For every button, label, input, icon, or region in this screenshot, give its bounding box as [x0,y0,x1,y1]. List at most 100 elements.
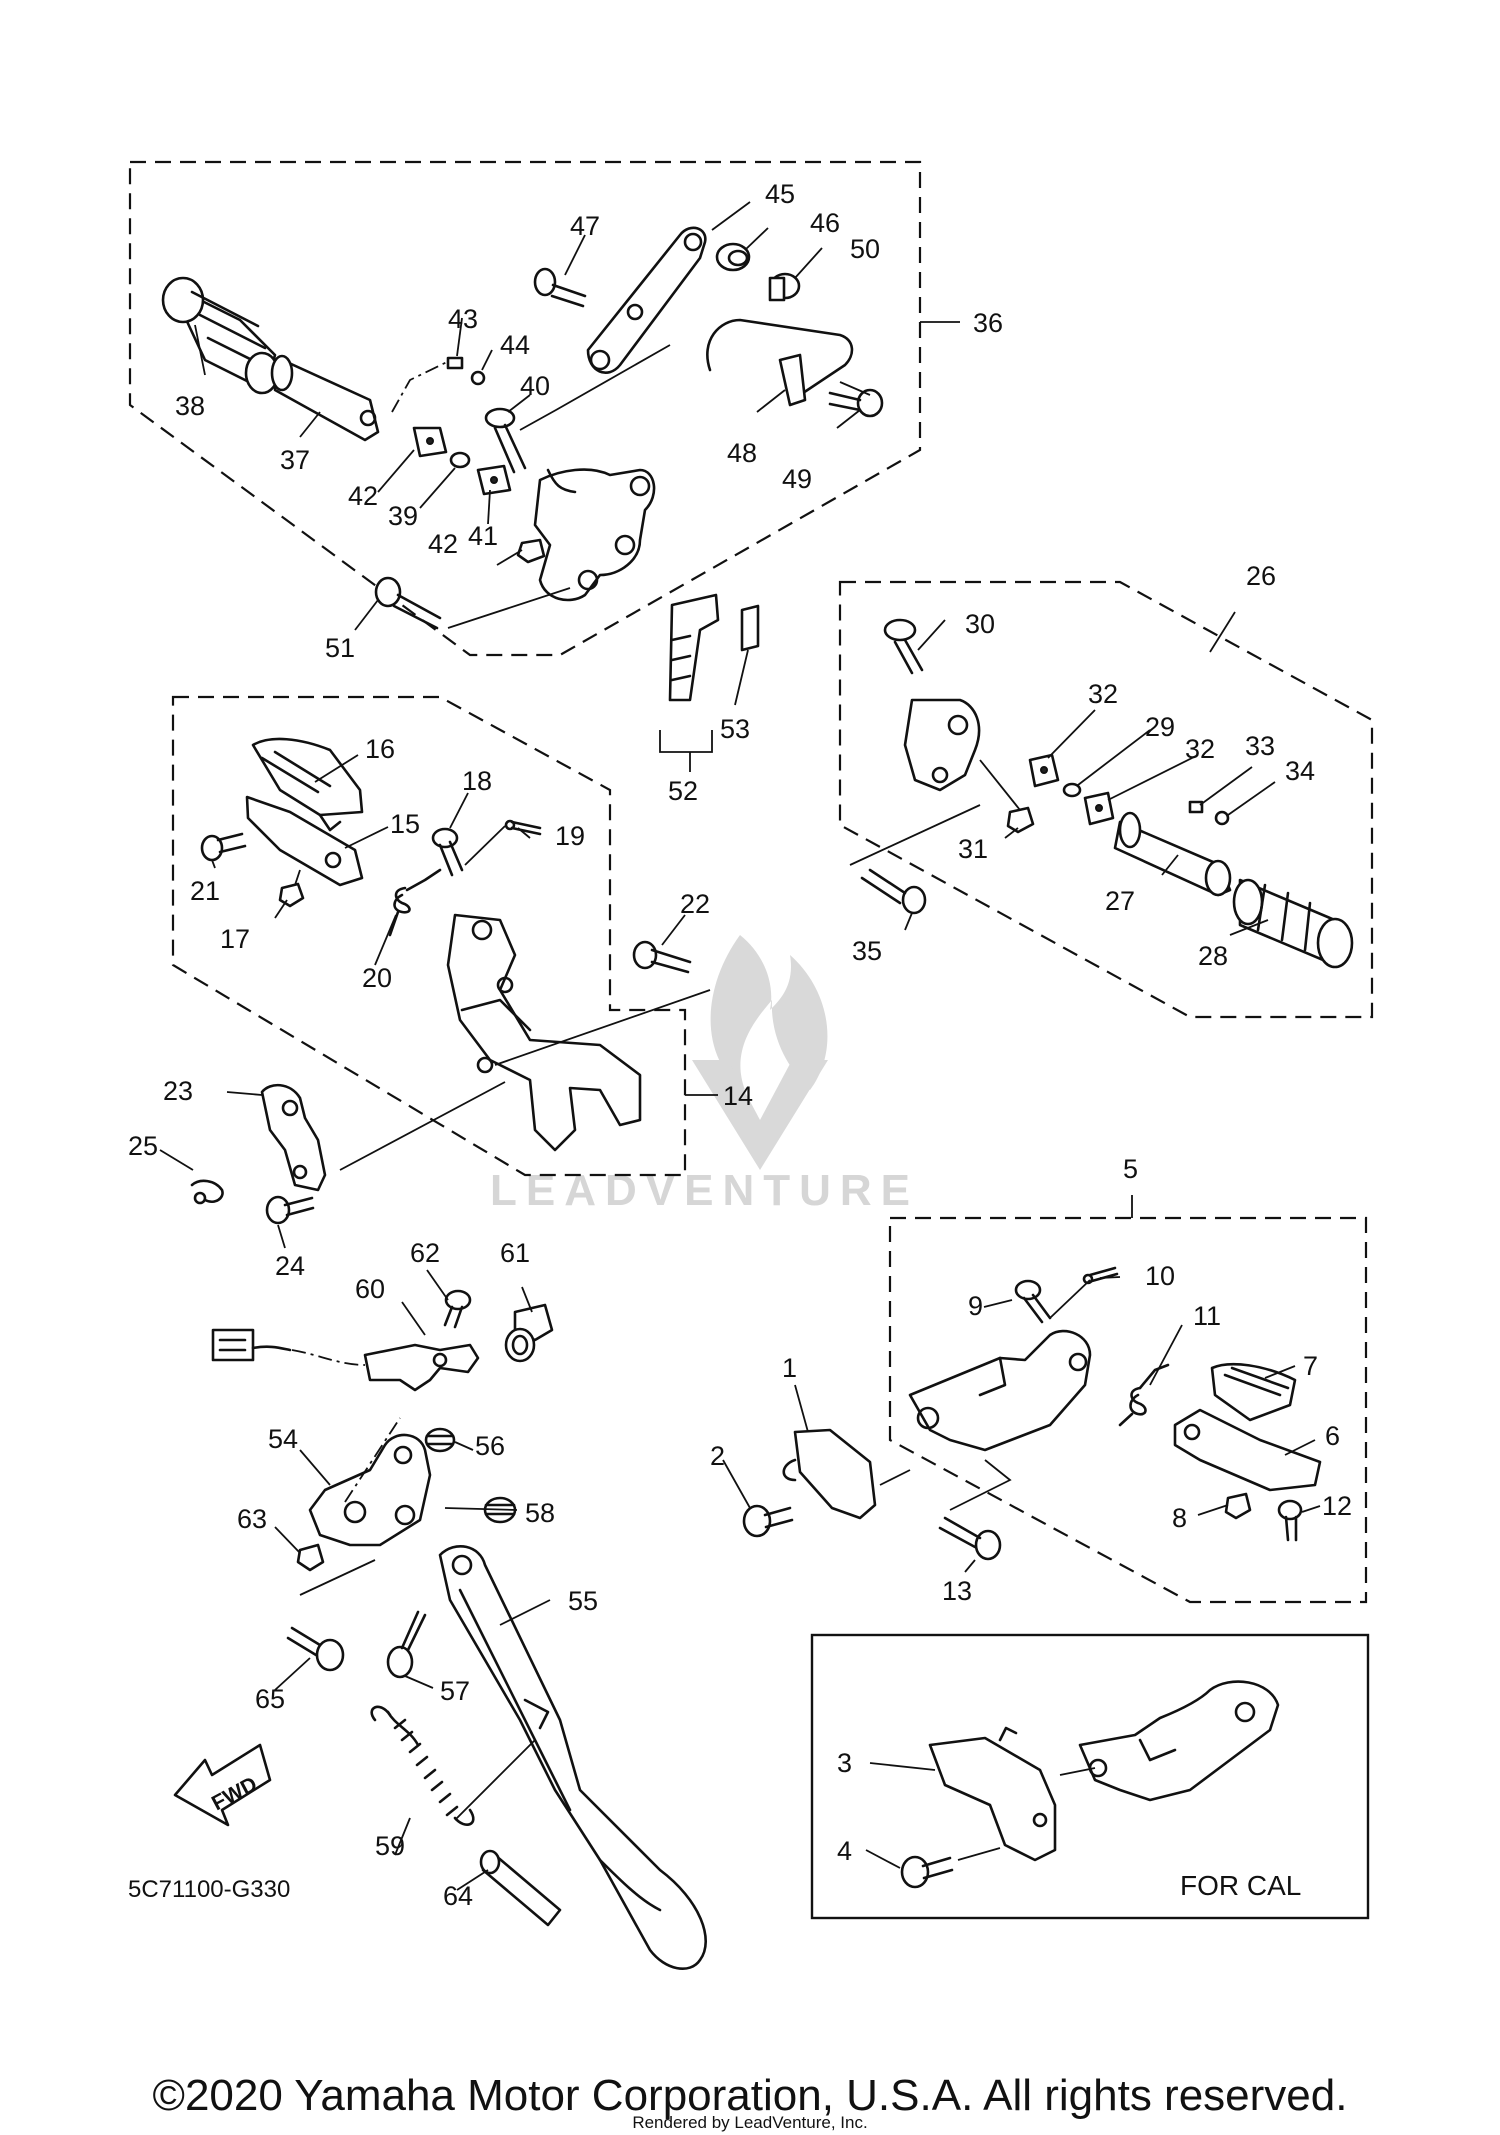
callout-48: 48 [727,438,757,468]
group-5-boundary [888,1216,1368,1604]
part-11-spring [1118,1363,1170,1427]
callout-3: 3 [837,1748,852,1778]
callout-65: 65 [255,1684,285,1714]
part-21-bolt [200,832,247,862]
for-cal-label: FOR CAL [1180,1870,1301,1901]
callout-49: 49 [782,464,812,494]
callout-21: 21 [190,876,220,906]
part-9-pin [1014,1279,1052,1324]
part-15-pedal-end [245,795,364,887]
callout-46: 46 [810,208,840,238]
part-48-bracket [706,318,854,407]
callout-26: 26 [1246,561,1276,591]
part-25-clip [190,1179,224,1205]
callout-38: 38 [175,391,205,421]
callout-6: 6 [1325,1421,1340,1451]
part-51-bolt [374,576,442,630]
part-57-bolt [386,1610,427,1679]
part-12-bolt [1277,1499,1303,1542]
part-49-bolt [828,388,884,418]
callout-13: 13 [942,1576,972,1606]
callout-50: 50 [850,234,880,264]
callout-labels: 45 46 50 47 36 43 44 40 38 37 42 39 42 4… [128,179,1352,1911]
part-39-pin [449,451,471,469]
part-59-spring [370,1705,475,1826]
callout-9: 9 [968,1291,983,1321]
part-54-sidestand-bracket [308,1433,432,1547]
part-4-bolt [900,1855,954,1889]
part-20-spring [388,868,442,937]
part-23-bracket [260,1083,327,1192]
callout-20: 20 [362,963,392,993]
rider-footrest-holder [903,698,981,792]
part-13-bolt [938,1516,1002,1561]
part-43-pin [446,356,464,370]
callout-59: 59 [375,1831,405,1861]
part-40-bolt [484,407,527,474]
part-19-cotter-pin [504,819,542,836]
callout-8: 8 [1172,1503,1187,1533]
callout-60: 60 [355,1274,385,1304]
part-31-nut [1006,806,1035,834]
callout-7: 7 [1303,1351,1318,1381]
part-47-bolt [533,267,587,308]
callout-17: 17 [220,924,250,954]
callout-16: 16 [365,734,395,764]
part-52-bracket [668,593,720,702]
part-28-footpeg-rubber [1232,878,1354,969]
callout-62: 62 [410,1238,440,1268]
part-63-nut [296,1543,325,1572]
callout-leaders [159,201,1321,1891]
callout-32-right: 32 [1185,734,1215,764]
part-2-bolt [742,1504,794,1538]
callout-2: 2 [710,1441,725,1471]
callout-63: 63 [237,1504,267,1534]
callout-54: 54 [268,1424,298,1454]
part-3-bracket [928,1726,1057,1862]
part-50-bolt [768,272,801,302]
callout-30: 30 [965,609,995,639]
part-61-collar [504,1303,554,1363]
callout-18: 18 [462,766,492,796]
callout-23: 23 [163,1076,193,1106]
part-37-footpeg [270,354,380,442]
callout-51: 51 [325,633,355,663]
callout-24: 24 [275,1251,305,1281]
part-1-plate [782,1428,877,1520]
part-56-nut [424,1427,456,1453]
part-33-pin [1188,800,1204,814]
part-18-pin [431,827,464,877]
copyright-notice: ©2020 Yamaha Motor Corporation, U.S.A. A… [153,2071,1348,2120]
part-32-plate-left [1028,753,1060,788]
watermark-text: LEADVENTURE [490,1166,919,1215]
rendered-by-notice: Rendered by LeadVenture, Inc. [632,2113,867,2132]
part-29-pin [1062,782,1082,798]
for-cal-box [810,1633,1370,1920]
callout-5: 5 [1123,1154,1138,1184]
callout-45: 45 [765,179,795,209]
callout-39: 39 [388,501,418,531]
part-24-screw [265,1195,315,1225]
callout-53: 53 [720,714,750,744]
callout-31: 31 [958,834,988,864]
footrest-bracket [908,1329,1092,1452]
callout-28: 28 [1198,941,1228,971]
callout-33: 33 [1245,731,1275,761]
callout-25: 25 [128,1131,158,1161]
callout-12: 12 [1322,1491,1352,1521]
part-35-bolt [860,868,927,915]
group-36-boundary [128,160,922,657]
part-53-tape [740,604,760,652]
callout-11: 11 [1193,1301,1221,1331]
part-42-plate-upper [412,426,448,458]
part-34-washer [1214,810,1230,826]
group-26-boundary [838,580,1374,1019]
rear-footrest-holder [533,468,656,602]
watermark-logo [692,935,828,1170]
callout-44: 44 [500,330,530,360]
callout-34: 34 [1285,756,1315,786]
callout-10: 10 [1145,1261,1175,1291]
brake-pedal-arm [446,913,642,1152]
callout-35: 35 [852,936,882,966]
